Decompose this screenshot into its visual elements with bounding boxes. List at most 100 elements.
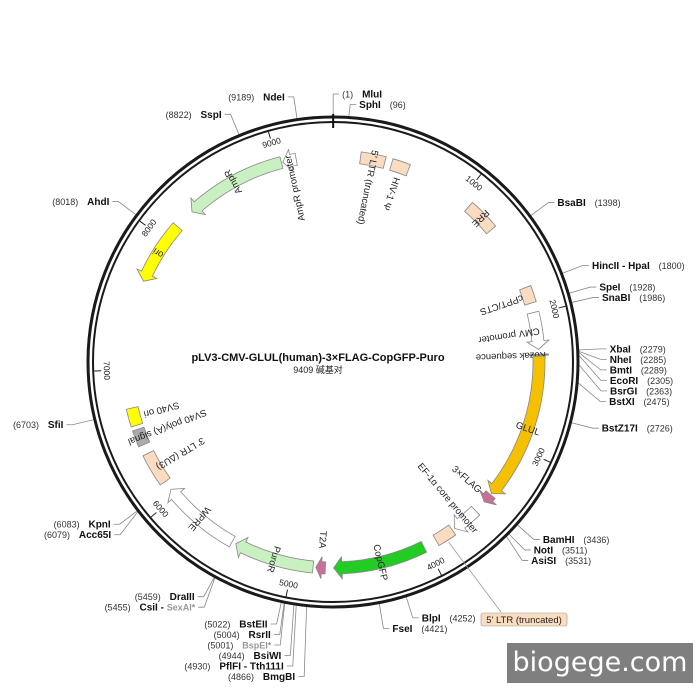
site-spei: SpeI (1928) bbox=[568, 283, 655, 294]
feature-shape bbox=[235, 536, 315, 574]
site-label: NheI (2285) bbox=[610, 350, 667, 367]
site-label: (4944) BsiWI bbox=[219, 646, 282, 663]
feature-shape bbox=[453, 505, 481, 533]
feature-label: HIV-1 Ψ bbox=[380, 176, 402, 212]
feature-ltr5-trunc-2: 5' LTR (truncated) bbox=[432, 524, 568, 627]
site-label: BstZ17I (2726) bbox=[602, 419, 673, 436]
site-ecori: EcoRI (2305) bbox=[577, 354, 673, 387]
site-line bbox=[577, 348, 607, 351]
site-sfii: (6703) SfiI bbox=[13, 418, 95, 431]
feature-mark bbox=[528, 353, 549, 357]
site-line bbox=[570, 422, 599, 429]
feature-shape bbox=[125, 406, 144, 428]
site-label: (1) MluI bbox=[342, 85, 382, 102]
site-label: BamHI (3436) bbox=[543, 530, 610, 547]
site-label: BmtI (2289) bbox=[610, 360, 667, 377]
feature-shape bbox=[315, 556, 327, 579]
site-bmti: BmtI (2289) bbox=[577, 351, 667, 377]
feature-shape bbox=[142, 450, 171, 486]
feature-shape bbox=[389, 158, 411, 177]
site-line bbox=[270, 601, 282, 625]
site-line bbox=[284, 603, 295, 656]
feature-shape bbox=[519, 285, 537, 306]
site-pflfi-tth111i: (4930) PflFI - Tth111I bbox=[184, 604, 297, 673]
feature-shape bbox=[432, 524, 457, 547]
site-label: (9189) NdeI bbox=[228, 87, 285, 104]
feature-cppt: cPPT/CTS bbox=[478, 285, 537, 317]
site-label: BsaBI (1398) bbox=[557, 193, 620, 210]
site-line bbox=[332, 93, 340, 118]
feature-label: Kozak sequence bbox=[476, 349, 547, 362]
feature-ori: ori bbox=[136, 222, 183, 282]
feature-ef1a: EF-1α core promoter bbox=[415, 461, 481, 536]
site-label: (4866) BmgBI bbox=[228, 667, 295, 684]
feature-shape bbox=[136, 222, 183, 282]
feature-label: 5' LTR (truncated) bbox=[486, 615, 562, 626]
feature-label: 3' LTR (ΔU3) bbox=[154, 435, 206, 472]
site-label: (5459) DraIII bbox=[135, 587, 195, 604]
site-label: (5001) BspEI* bbox=[207, 635, 271, 652]
site-label: (5455) CsiI - SexAI* bbox=[105, 598, 196, 615]
site-label: (8822) SspI bbox=[166, 105, 222, 122]
site-ahdi: (8018) AhdI bbox=[52, 197, 138, 216]
feature-label: 3×FLAG bbox=[449, 464, 483, 496]
tick-label-9000: 9000 bbox=[261, 135, 282, 150]
tick-label-2000: 2000 bbox=[547, 299, 561, 320]
tick-label-3000: 3000 bbox=[530, 446, 547, 468]
site-kpni: (6083) KpnI bbox=[54, 510, 139, 532]
site-ndei: (9189) NdeI bbox=[228, 87, 298, 120]
feature-shape bbox=[525, 310, 551, 350]
site-line bbox=[348, 104, 357, 118]
plasmid-title: pLV3-CMV-GLUL(human)-3×FLAG-CopGFP-Puro bbox=[191, 352, 444, 364]
tick-8000 bbox=[139, 220, 146, 226]
site-nhei: NheI (2285) bbox=[577, 350, 667, 367]
site-line bbox=[287, 96, 298, 120]
site-line bbox=[570, 297, 600, 304]
feature-shape bbox=[333, 540, 428, 580]
feature-copgfp: CopGFP bbox=[333, 540, 428, 582]
tick-6000 bbox=[150, 512, 157, 518]
feature-label: 5' LTR (truncated) bbox=[355, 149, 380, 225]
site-line bbox=[298, 605, 308, 677]
site-bstz17i: BstZ17I (2726) bbox=[570, 419, 673, 436]
feature-kozak: Kozak sequence bbox=[476, 349, 549, 362]
site-noti: NotI (3511) bbox=[507, 532, 588, 557]
feature-layer: 5' LTR (truncated)HIV-1 ΨRREcPPT/CTSCMV … bbox=[125, 148, 568, 627]
site-label: (6083) KpnI bbox=[54, 515, 111, 532]
feature-label: AmpR promoter bbox=[283, 154, 308, 222]
feature-shape bbox=[190, 156, 284, 216]
watermark-logo: biogege.com bbox=[507, 643, 693, 683]
site-label: (4930) PflFI - Tth111I bbox=[184, 656, 284, 673]
tick-label-4000: 4000 bbox=[425, 555, 447, 573]
feature-glul: GLUL bbox=[487, 355, 546, 495]
feature-cmv-promoter: CMV promoter bbox=[478, 310, 551, 350]
site-bmgbi: (4866) BmgBI bbox=[228, 605, 308, 684]
site-line bbox=[577, 363, 607, 392]
site-line bbox=[516, 523, 540, 540]
site-line bbox=[576, 381, 607, 402]
site-line bbox=[274, 602, 286, 646]
site-line bbox=[507, 532, 531, 551]
site-line bbox=[561, 264, 589, 275]
site-label: BlpI (4252) bbox=[422, 608, 476, 625]
tick-4000 bbox=[437, 568, 442, 576]
feature-shape bbox=[132, 426, 151, 448]
feature-shape bbox=[479, 490, 497, 506]
site-label: XbaI (2279) bbox=[610, 339, 666, 356]
site-line bbox=[577, 350, 607, 360]
site-line bbox=[405, 595, 419, 619]
site-line bbox=[198, 576, 216, 608]
site-label: NotI (3511) bbox=[534, 540, 588, 557]
site-fsei: FseI (4421) bbox=[378, 602, 447, 635]
site-label: BstXI (2475) bbox=[609, 392, 669, 409]
feature-ampr-promoter: AmpR promoter bbox=[282, 148, 308, 222]
site-label: HincII - HpaI (1800) bbox=[592, 256, 685, 273]
tick-3000 bbox=[543, 458, 551, 463]
site-blpi: BlpI (4252) bbox=[405, 595, 476, 625]
tick-1000 bbox=[476, 174, 482, 181]
site-label: SnaBI (1986) bbox=[602, 288, 665, 305]
site-label: BsrGI (2363) bbox=[610, 381, 672, 398]
site-xbai: XbaI (2279) bbox=[577, 339, 666, 356]
feature-shape bbox=[167, 488, 236, 548]
tick-label-8000: 8000 bbox=[139, 217, 158, 238]
